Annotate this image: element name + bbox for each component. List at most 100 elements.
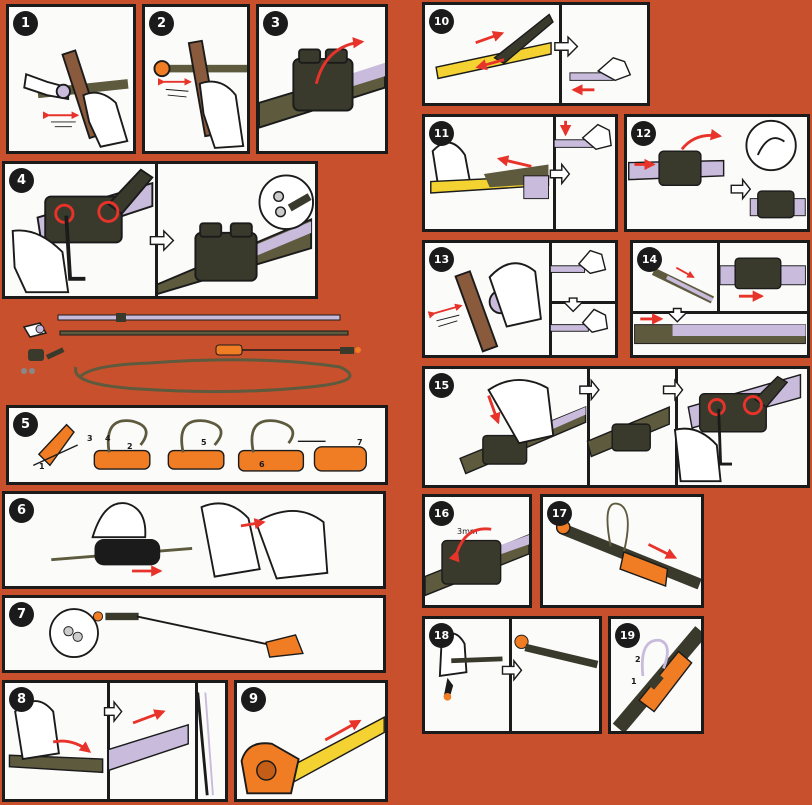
step-10-number: 10 (429, 9, 454, 34)
step-5-label-6: 6 (259, 460, 265, 469)
step-6-number: 6 (9, 498, 34, 523)
step-5-label-3: 3 (87, 434, 93, 443)
step-19-illustration (612, 626, 701, 731)
red-arrow-icon (52, 739, 92, 753)
step-7-number: 7 (9, 602, 34, 627)
hand-icon (82, 91, 129, 148)
step-5-label-5: 5 (201, 438, 207, 447)
step-5-number: 5 (13, 412, 38, 437)
step-8-illustration (8, 692, 214, 796)
step-12-illustration (628, 119, 806, 219)
red-arrow-icon (647, 543, 678, 559)
flow-arrow-icon (103, 699, 123, 724)
hex-key-icon (64, 215, 86, 281)
cord-icon (106, 419, 148, 453)
step-6-illustration (51, 502, 329, 580)
clamp-icon (21, 347, 65, 374)
clamp-icon (194, 231, 258, 282)
step-9-panel: 9 (234, 680, 388, 802)
red-arrow-icon (487, 395, 501, 425)
flow-arrow-icon (501, 658, 523, 682)
step-1-number: 1 (13, 11, 38, 36)
step-15-illustration (459, 373, 802, 483)
step-15-number: 15 (429, 373, 454, 398)
step-19-panel: 19 1 2 (608, 616, 704, 734)
step-5-panel: 5 1 2 3 4 5 6 7 (6, 405, 388, 485)
step-8-panel: 8 (2, 680, 228, 802)
handle-grip-icon (265, 634, 304, 658)
step-16-measure-label: 3mm (457, 527, 478, 536)
step-3-number: 3 (263, 11, 288, 36)
step-18-panel: 18 (422, 616, 602, 734)
rotate-arrow-icon (707, 398, 726, 417)
step-5-illustration (32, 419, 367, 472)
step-5-label-7: 7 (357, 438, 363, 447)
parts-illustration (21, 313, 361, 394)
step-17-number: 17 (547, 501, 572, 526)
step-13-illustration (427, 249, 609, 353)
pruner-head-icon (22, 322, 48, 338)
step-16-panel: 16 3mm (422, 494, 532, 608)
clamp-icon (292, 48, 354, 112)
hex-key-icon (717, 408, 732, 466)
step-11-illustration (430, 120, 612, 200)
step-2-panel: 2 (142, 4, 250, 154)
parts-layout (10, 305, 388, 400)
rotate-arrow-icon (448, 527, 492, 563)
step-5-label-2: 2 (127, 442, 133, 451)
step-12-panel: 12 (624, 114, 810, 232)
tape-measure-icon (240, 742, 300, 795)
step-8-number: 8 (9, 687, 34, 712)
handle-grip-icon (37, 423, 75, 467)
red-arrow-icon (680, 128, 723, 151)
handle-grip-icon (619, 550, 669, 588)
flow-arrow-icon (554, 35, 579, 58)
step-9-illustration (240, 716, 385, 795)
step-3-illustration (259, 37, 385, 129)
step-10-illustration (435, 13, 632, 96)
telescopic-pole-icon (136, 615, 285, 649)
handle-grip-icon (215, 344, 361, 356)
flow-arrow-icon (549, 162, 571, 186)
step-2-illustration (153, 39, 247, 149)
flow-arrow-icon (730, 177, 752, 201)
step-4-panel: 4 (2, 161, 318, 299)
red-arrow-icon (324, 719, 362, 742)
clamp-icon (44, 195, 123, 244)
cord-icon (74, 358, 352, 394)
step-2-number: 2 (149, 11, 174, 36)
cord-icon (640, 638, 669, 677)
clamp-icon (441, 539, 502, 585)
telescopic-pole-icon (57, 313, 349, 336)
step-7-illustration (49, 608, 304, 658)
red-arrow-icon (475, 30, 505, 45)
step-9-number: 9 (241, 687, 266, 712)
hand-icon (11, 229, 70, 294)
step-14-panel: 14 (630, 240, 810, 358)
step-1-illustration (23, 49, 129, 148)
step-12-number: 12 (631, 121, 656, 146)
rotate-arrow-icon (54, 203, 75, 224)
step-11-panel: 11 (422, 114, 618, 232)
hand-icon (91, 502, 147, 539)
step-10-panel: 10 (422, 2, 650, 106)
flow-arrow-icon (579, 378, 600, 402)
clamp-icon (482, 434, 528, 465)
handle-grip-icon (153, 60, 171, 78)
step-1-panel: 1 (6, 4, 136, 154)
step-5-label-1: 1 (39, 462, 45, 471)
step-15-panel: 15 (422, 366, 810, 488)
hand-icon (198, 80, 245, 149)
flow-arrow-icon (149, 229, 175, 252)
step-6-panel: 6 (2, 491, 386, 589)
clamp-icon (658, 150, 702, 187)
cord-icon (606, 502, 629, 553)
rotate-arrow-icon (314, 37, 365, 85)
flow-arrow-icon (666, 307, 689, 323)
step-13-number: 13 (429, 247, 454, 272)
knife-icon (454, 270, 499, 353)
step-3-panel: 3 (256, 4, 388, 154)
flow-arrow-icon (561, 297, 585, 313)
step-19-label-1: 1 (631, 677, 637, 686)
step-4-illustration (11, 168, 315, 296)
